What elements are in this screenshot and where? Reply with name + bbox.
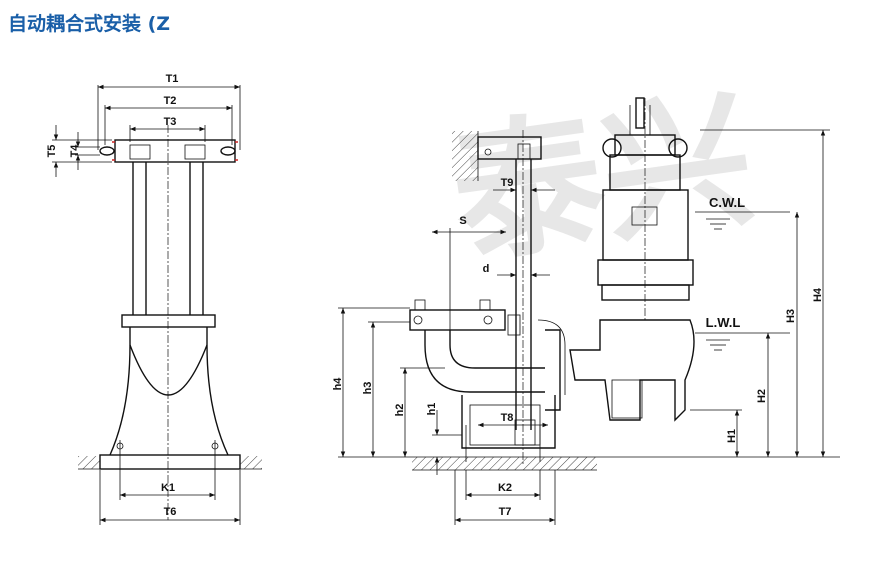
label-T6: T6 — [164, 506, 177, 518]
front-view — [78, 125, 262, 520]
label-H2: H2 — [756, 389, 768, 403]
label-h1: h1 — [426, 403, 438, 416]
label-d: d — [483, 263, 490, 275]
label-T9: T9 — [501, 177, 514, 189]
label-T4: T4 — [69, 144, 81, 158]
label-h2: h2 — [394, 404, 406, 417]
label-T5: T5 — [46, 145, 58, 158]
side-view — [338, 97, 840, 471]
label-K2: K2 — [498, 482, 512, 494]
label-T8: T8 — [501, 412, 514, 424]
front-view-dimensions — [52, 84, 241, 525]
label-T2: T2 — [164, 95, 177, 107]
label-T1: T1 — [166, 73, 179, 85]
label-H1: H1 — [726, 429, 738, 443]
label-h4: h4 — [332, 377, 344, 391]
label-T3: T3 — [164, 116, 177, 128]
label-cwl: C.W.L — [709, 195, 745, 210]
label-h3: h3 — [362, 382, 374, 395]
label-T7: T7 — [499, 506, 512, 518]
label-H4: H4 — [812, 287, 824, 302]
label-lwl: L.W.L — [706, 315, 741, 330]
label-K1: K1 — [161, 482, 175, 494]
page-title: 自动耦合式安装 (Z — [8, 13, 171, 35]
label-S: S — [459, 215, 466, 227]
side-view-dimensions — [338, 129, 830, 525]
label-H3: H3 — [785, 309, 797, 323]
